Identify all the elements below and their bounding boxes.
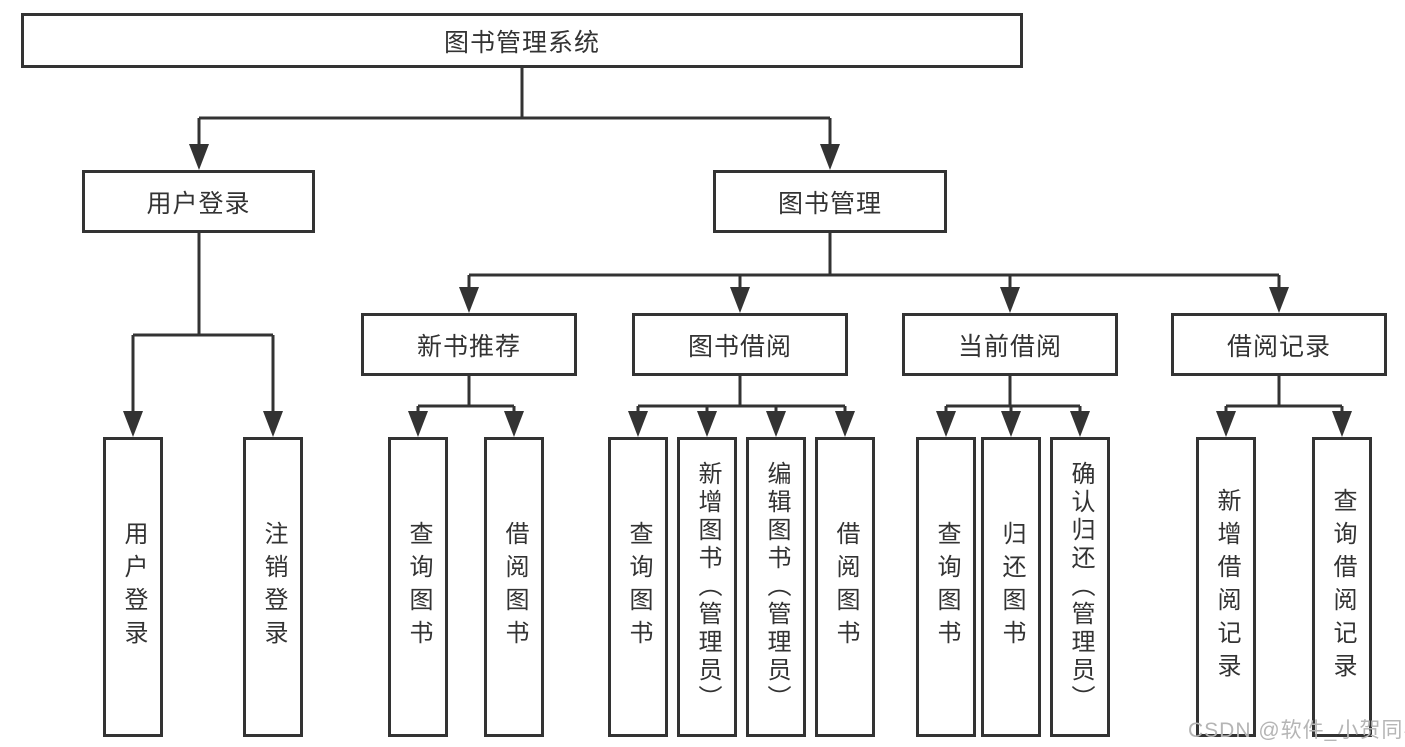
node-leaf-borrow-borrow-books: 借阅图书 [815, 437, 875, 737]
node-book-borrow-label: 图书借阅 [687, 332, 792, 361]
leaf-label: 编辑图书（管理员） [763, 461, 790, 713]
node-leaf-current-confirm-return-admin: 确认归还（管理员） [1050, 437, 1110, 737]
connector-borrow-records [1224, 375, 1344, 418]
connector-user-login [131, 231, 275, 418]
node-leaf-user-login-action: 用户登录 [103, 437, 163, 737]
node-user-login: 用户登录 [82, 170, 315, 233]
leaf-label: 查询图书 [405, 521, 432, 653]
leaf-label: 归还图书 [998, 521, 1025, 653]
node-leaf-borrow-query-books: 查询图书 [608, 437, 668, 737]
arrowheads [123, 144, 1352, 437]
leaf-label: 借阅图书 [832, 521, 859, 653]
node-leaf-borrow-edit-books-admin: 编辑图书（管理员） [746, 437, 806, 737]
connector-book-mgmt [467, 231, 1281, 294]
node-leaf-records-query-record: 查询借阅记录 [1312, 437, 1372, 737]
leaf-label: 查询借阅记录 [1329, 488, 1356, 686]
csdn-watermark: CSDN @软件_小贺同学 [1188, 719, 1405, 742]
leaf-label: 确认归还（管理员） [1067, 461, 1094, 713]
leaf-label: 注销登录 [260, 521, 287, 653]
leaf-label: 新增图书（管理员） [694, 461, 721, 713]
node-leaf-newbook-borrow-books: 借阅图书 [484, 437, 544, 737]
leaf-label: 新增借阅记录 [1213, 488, 1240, 686]
node-book-mgmt-label: 图书管理 [777, 189, 882, 218]
node-current-borrow: 当前借阅 [902, 313, 1118, 376]
connector-root [197, 66, 832, 150]
node-book-mgmt: 图书管理 [713, 170, 947, 233]
node-new-book-rec-label: 新书推荐 [416, 332, 521, 361]
node-leaf-current-return-books: 归还图书 [981, 437, 1041, 737]
node-current-borrow-label: 当前借阅 [957, 332, 1062, 361]
leaf-label: 用户登录 [120, 521, 147, 653]
node-leaf-records-add-record: 新增借阅记录 [1196, 437, 1256, 737]
node-leaf-logout-action: 注销登录 [243, 437, 303, 737]
node-book-borrow: 图书借阅 [632, 313, 848, 376]
connector-new-book-rec [416, 375, 516, 418]
leaf-label: 查询图书 [625, 521, 652, 653]
leaf-label: 借阅图书 [501, 521, 528, 653]
node-root: 图书管理系统 [21, 13, 1023, 68]
node-user-login-label: 用户登录 [146, 189, 251, 218]
node-root-label: 图书管理系统 [443, 28, 600, 57]
node-borrow-records: 借阅记录 [1171, 313, 1387, 376]
node-leaf-newbook-query-books: 查询图书 [388, 437, 448, 737]
leaf-label: 查询图书 [933, 521, 960, 653]
connector-book-borrow [636, 375, 847, 418]
node-leaf-borrow-add-books-admin: 新增图书（管理员） [677, 437, 737, 737]
node-borrow-records-label: 借阅记录 [1226, 332, 1331, 361]
node-leaf-current-query-books: 查询图书 [916, 437, 976, 737]
node-new-book-rec: 新书推荐 [361, 313, 577, 376]
